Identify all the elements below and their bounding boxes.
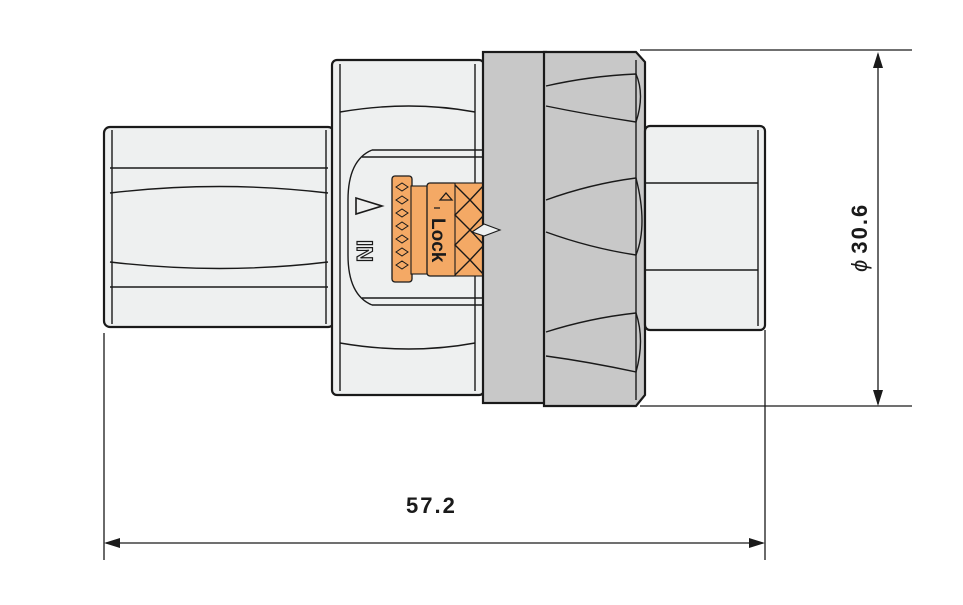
in-label: IN [352,240,377,262]
lock-ring[interactable]: Lock [391,175,485,283]
lock-label: Lock [427,218,448,263]
left-hex-body [102,125,336,329]
alignment-mark-icon [470,223,502,237]
diameter-dimension: ϕ 30.6 [640,49,912,407]
length-value: 57.2 [406,493,457,518]
diameter-value: 30.6 [847,203,872,254]
diameter-symbol: ϕ [847,260,872,272]
length-dimension: 57.2 [103,330,766,560]
in-direction-marking: IN [351,196,385,263]
right-hex-body [643,124,767,332]
svg-text:ϕ 30.6: ϕ 30.6 [847,203,872,272]
eject-icon [434,192,454,209]
knurled-nut [542,50,647,408]
flow-arrow-icon [355,196,385,216]
